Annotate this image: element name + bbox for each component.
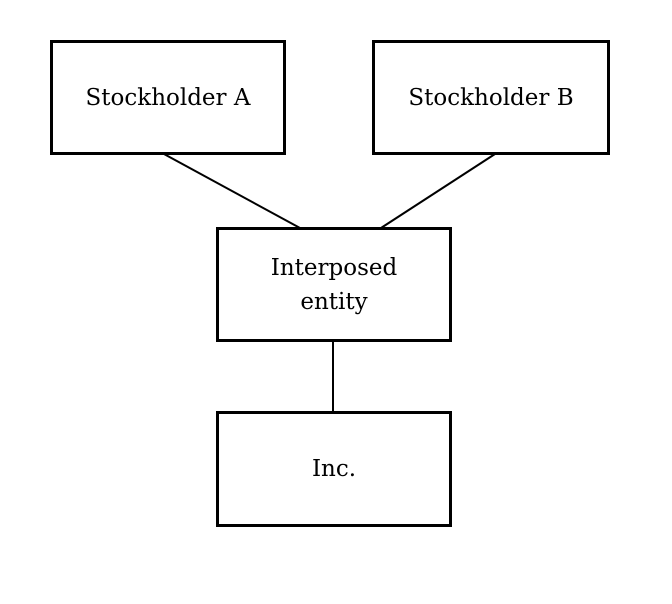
interposed-entity-label-line-2: entity bbox=[300, 288, 368, 315]
stockholder-a-box: Stockholder A bbox=[50, 40, 286, 155]
inc-label: Inc. bbox=[311, 456, 357, 482]
interposed-entity-box: Interposed entity bbox=[216, 227, 452, 342]
stockholder-a-label: Stockholder A bbox=[85, 84, 251, 111]
inc-box: Inc. bbox=[216, 411, 452, 527]
interposed-entity-label-line-1: Interposed bbox=[270, 254, 398, 281]
edge-stockholder-b-to-interposed-entity bbox=[380, 153, 496, 229]
stockholder-b-box: Stockholder B bbox=[372, 40, 610, 155]
stockholder-b-label: Stockholder B bbox=[408, 84, 574, 111]
edge-stockholder-a-to-interposed-entity bbox=[163, 153, 301, 229]
